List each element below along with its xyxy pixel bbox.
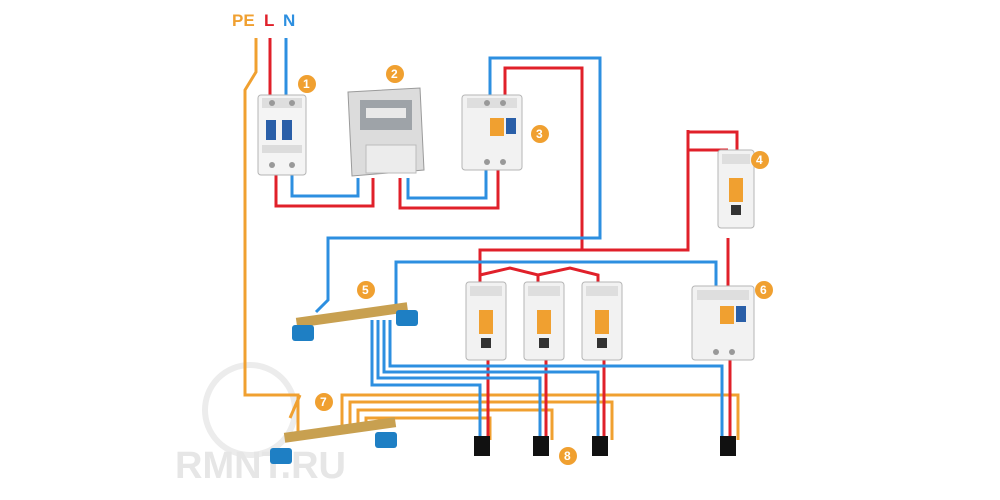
svg-text:1: 1 [303,77,310,91]
svg-text:6: 6 [760,283,767,297]
watermark: RMNT.RU [175,362,346,487]
badge-6: 6 [755,281,773,299]
badge-4: 4 [751,151,769,169]
badge-8: 8 [559,447,577,465]
neutral-busbar-icon [292,302,418,341]
badge-5: 5 [357,281,375,299]
l-wires-red-upper [686,130,739,250]
watermark-text: RMNT.RU [175,445,346,487]
breaker-icon-4 [717,149,755,229]
svg-text:4: 4 [756,153,763,167]
svg-text:8: 8 [564,449,571,463]
svg-text:5: 5 [362,283,369,297]
load-terminal-icon [474,436,736,456]
electric-meter-icon [347,87,425,177]
badge-1: 1 [298,75,316,93]
badge-3: 3 [531,125,549,143]
n-wires [284,38,724,440]
badge-2: 2 [386,65,404,83]
svg-text:7: 7 [320,395,327,409]
2-pole-breaker-icon [257,94,307,176]
svg-text:2: 2 [391,67,398,81]
breaker-icon-a [465,281,507,361]
svg-text:3: 3 [536,127,543,141]
n-label: N [283,11,295,30]
rcbo-icon-3 [461,94,523,171]
ground-busbar-icon [270,417,397,464]
l-label: L [264,11,274,30]
pe-label: PE [232,11,255,30]
rcbo-icon-6 [691,285,755,361]
breaker-icon-c [581,281,623,361]
badge-7: 7 [315,393,333,411]
breaker-icon-b [523,281,565,361]
